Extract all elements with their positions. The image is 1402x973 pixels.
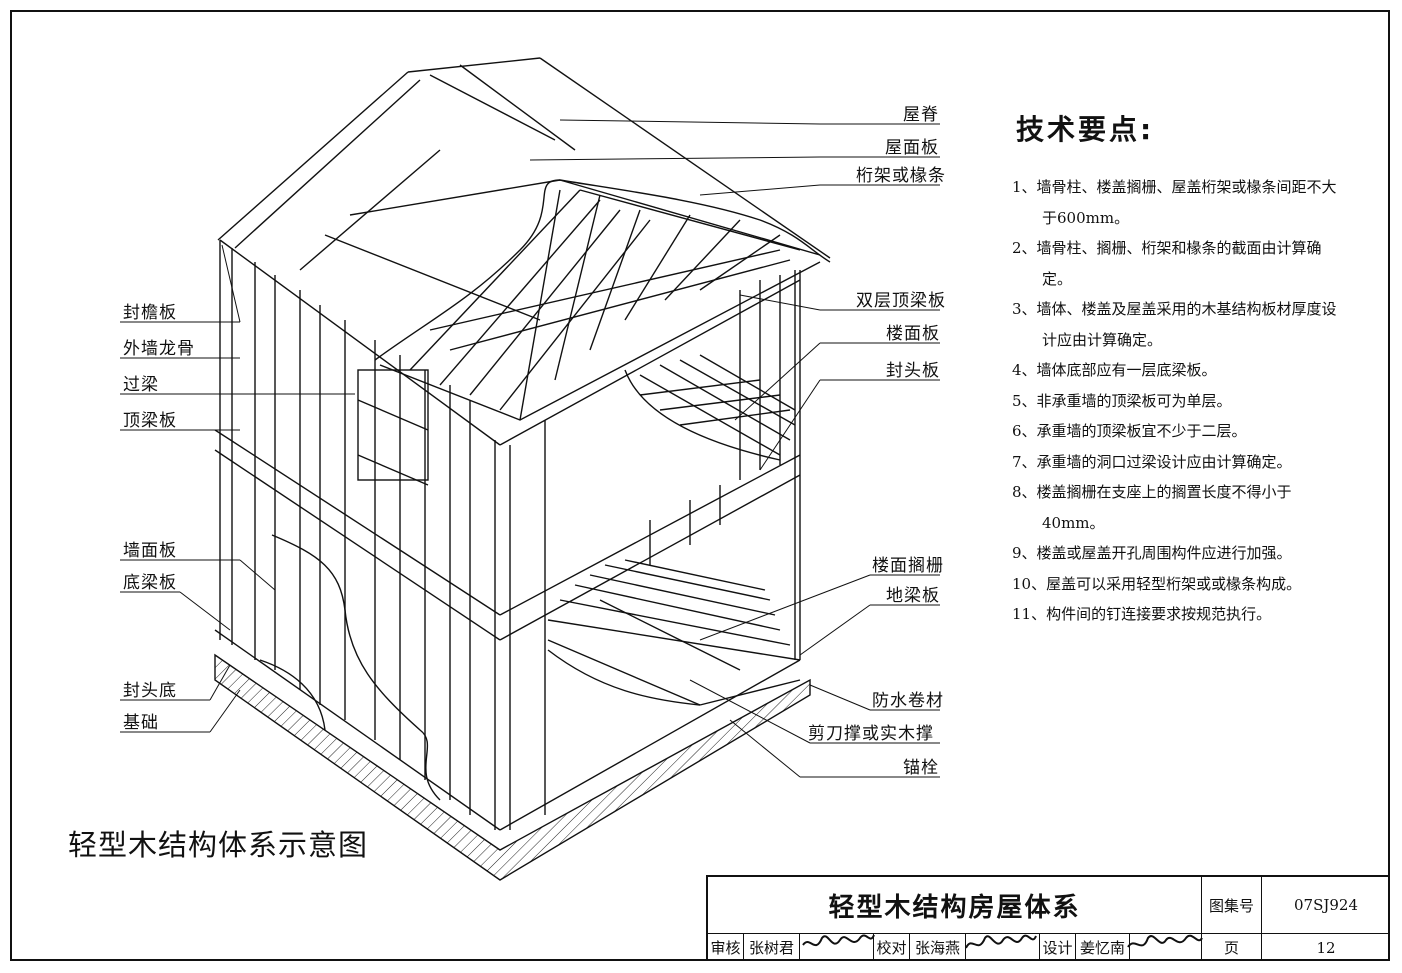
review-label: 审核 bbox=[708, 934, 744, 961]
window-opening bbox=[357, 369, 429, 486]
label-anchor-bolt: 锚栓 bbox=[903, 758, 939, 778]
drawing-frame bbox=[10, 10, 1390, 961]
tech-note: 6、承重墙的顶梁板宜不少于二层。 bbox=[1012, 422, 1247, 440]
label-floor-joist: 楼面搁栅 bbox=[872, 556, 944, 576]
design-label: 设计 bbox=[1040, 934, 1076, 961]
label-truss-or-rafter: 桁架或椽条 bbox=[856, 166, 946, 186]
tech-note: 10、屋盖可以采用轻型桁架或或椽条构成。 bbox=[1012, 574, 1302, 593]
label-fascia-board: 封檐板 bbox=[123, 303, 177, 323]
tech-note: 7、承重墙的洞口过梁设计应由计算确定。 bbox=[1012, 452, 1292, 471]
tech-note: 5、非承重墙的顶梁板可为单层。 bbox=[1012, 391, 1232, 410]
title-block: 轻型木结构房屋体系 图集号 07SJ924 审核 张树君 校对 张海燕 设计 姜… bbox=[706, 875, 1390, 961]
check-label: 校对 bbox=[874, 934, 910, 961]
checker-name: 张海燕 bbox=[910, 934, 966, 961]
label-exterior-wall-stud: 外墙龙骨 bbox=[123, 339, 195, 359]
label-lintel: 过梁 bbox=[123, 375, 159, 395]
first-floor-joists bbox=[547, 559, 801, 706]
reviewer-signature-cell bbox=[800, 934, 874, 961]
label-bridging: 剪刀撑或实木撑 bbox=[808, 724, 934, 744]
label-double-top-plate: 双层顶梁板 bbox=[856, 291, 946, 311]
reviewer-name: 张树君 bbox=[744, 934, 800, 961]
foundation bbox=[214, 653, 811, 881]
label-sill-plate: 地梁板 bbox=[886, 586, 940, 606]
left-wall-studs bbox=[214, 239, 511, 831]
leader-lines bbox=[120, 119, 940, 778]
tech-note: 3、墙体、楼盖及屋盖采用的木基结构板材厚度设计应由计算确定。 bbox=[1012, 300, 1337, 349]
label-wall-sheathing: 墙面板 bbox=[123, 541, 177, 561]
tech-note: 4、墙体底部应有一层底梁板。 bbox=[1012, 361, 1217, 379]
label-roof-ridge: 屋脊 bbox=[903, 105, 939, 125]
label-waterproof-membrane: 防水卷材 bbox=[872, 691, 944, 711]
designer-name: 姜忆南 bbox=[1076, 934, 1130, 961]
roof-trusses bbox=[374, 179, 831, 421]
diagram-title: 轻型木结构体系示意图 bbox=[68, 828, 369, 862]
atlas-number: 07SJ924 bbox=[1262, 877, 1390, 934]
checker-signature bbox=[965, 934, 1037, 949]
checker-signature-cell bbox=[966, 934, 1040, 961]
label-rim-board: 封头板 bbox=[886, 361, 940, 381]
drawing-title: 轻型木结构房屋体系 bbox=[708, 877, 1202, 934]
reviewer-signature bbox=[802, 934, 875, 947]
page-label: 页 bbox=[1202, 934, 1262, 961]
label-bottom-plate: 底梁板 bbox=[123, 573, 177, 593]
label-foundation: 基础 bbox=[123, 713, 159, 733]
atlas-number-label: 图集号 bbox=[1202, 877, 1262, 934]
right-wall-studs bbox=[499, 270, 801, 831]
second-floor-joists bbox=[624, 354, 796, 461]
designer-signature bbox=[1127, 934, 1203, 948]
tech-note: 1、墙骨柱、楼盖搁栅、屋盖桁架或椽条间距不大于600mm。 bbox=[1012, 178, 1337, 227]
wall-sheathing bbox=[259, 534, 441, 801]
label-floor-sheathing: 楼面板 bbox=[886, 324, 940, 344]
label-rim-bottom: 封头底 bbox=[123, 681, 177, 701]
designer-signature-cell bbox=[1130, 934, 1202, 961]
tech-note: 2、墙骨柱、搁栅、桁架和椽条的截面由计算确定。 bbox=[1012, 239, 1322, 288]
tech-note: 11、构件间的钉连接要求按规范执行。 bbox=[1012, 605, 1272, 623]
label-roof-sheathing: 屋面板 bbox=[885, 138, 939, 158]
roof-sheathing bbox=[217, 57, 831, 321]
tech-note: 8、楼盖搁栅在支座上的搁置长度不得小于40mm。 bbox=[1012, 483, 1292, 532]
label-top-plate: 顶梁板 bbox=[123, 411, 177, 431]
page-number: 12 bbox=[1316, 938, 1336, 957]
tech-note: 9、楼盖或屋盖开孔周围构件应进行加强。 bbox=[1012, 544, 1292, 562]
tech-notes-title: 技术要点: bbox=[1016, 113, 1155, 146]
tech-notes-list: 1、墙骨柱、楼盖搁栅、屋盖桁架或椽条间距不大于600mm。 2、墙骨柱、搁栅、桁… bbox=[1012, 172, 1342, 630]
